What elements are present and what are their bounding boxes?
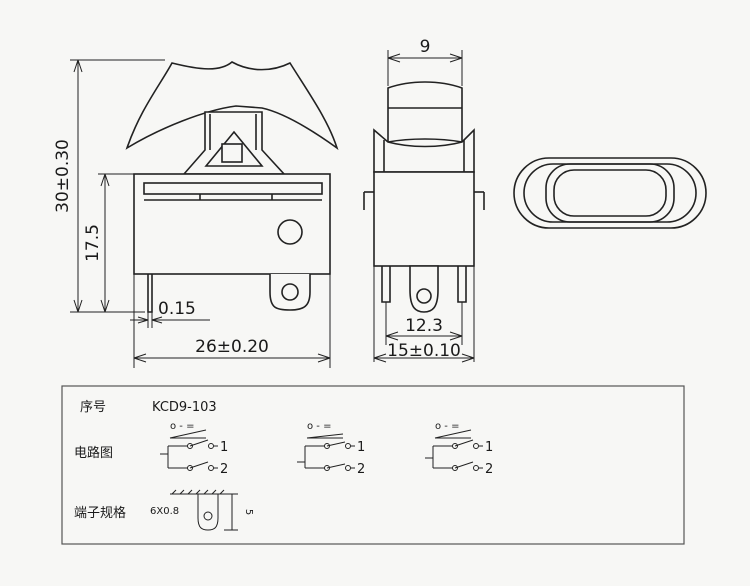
dim-width: 26±0.20	[195, 337, 269, 357]
row-circuit-label: 电路图	[74, 445, 113, 461]
position-marks: o - =	[307, 421, 331, 432]
pin-2-label: 2	[357, 462, 365, 477]
pin-2-label: 2	[485, 462, 493, 477]
side-view: 9 12.3 15±0.10	[363, 37, 485, 363]
front-view: 30±0.30 17.5 0.15 26±0.20	[53, 59, 339, 368]
rocker-cap	[125, 61, 339, 151]
circuit-diagram-3: o - = 1 2	[425, 421, 493, 477]
rocker-opening	[553, 169, 667, 217]
pin-1-label: 1	[357, 440, 365, 455]
dim-rocker-width: 9	[420, 37, 431, 57]
row-serial-label: 序号	[80, 400, 106, 415]
switch-body	[133, 173, 331, 275]
position-marks: o - =	[170, 421, 194, 432]
circuit-diagram-1: o - = 1 2	[160, 421, 228, 477]
side-rocker	[387, 81, 463, 143]
top-view	[513, 157, 707, 229]
position-marks: o - =	[435, 421, 459, 432]
terminal-height: 5	[243, 509, 254, 515]
terminal-tab	[269, 274, 311, 311]
dim-total-height: 30±0.30	[53, 139, 73, 213]
dim-body-height: 17.5	[83, 224, 103, 262]
row-terminal-label: 端子规格	[74, 505, 126, 521]
pin-2-label: 2	[220, 462, 228, 477]
hinge-square	[221, 143, 243, 163]
terminal-spec-sketch: 6X0.8 5	[150, 489, 254, 531]
indicator-hole	[277, 219, 303, 245]
terminal-size: 6X0.8	[150, 506, 179, 517]
dim-pin-offset: 0.15	[158, 299, 196, 319]
bezel-outline	[513, 157, 707, 229]
spec-table: 序号 KCD9-103 电路图 o - = 1 2 o - =	[61, 385, 685, 545]
circuit-diagram-2: o - = 1 2	[297, 421, 365, 477]
side-body	[373, 171, 475, 267]
model-name: KCD9-103	[152, 400, 217, 415]
pin-1-label: 1	[485, 440, 493, 455]
dim-pin-span: 12.3	[405, 316, 443, 336]
pin-1-label: 1	[220, 440, 228, 455]
dim-body-depth: 15±0.10	[387, 341, 461, 361]
